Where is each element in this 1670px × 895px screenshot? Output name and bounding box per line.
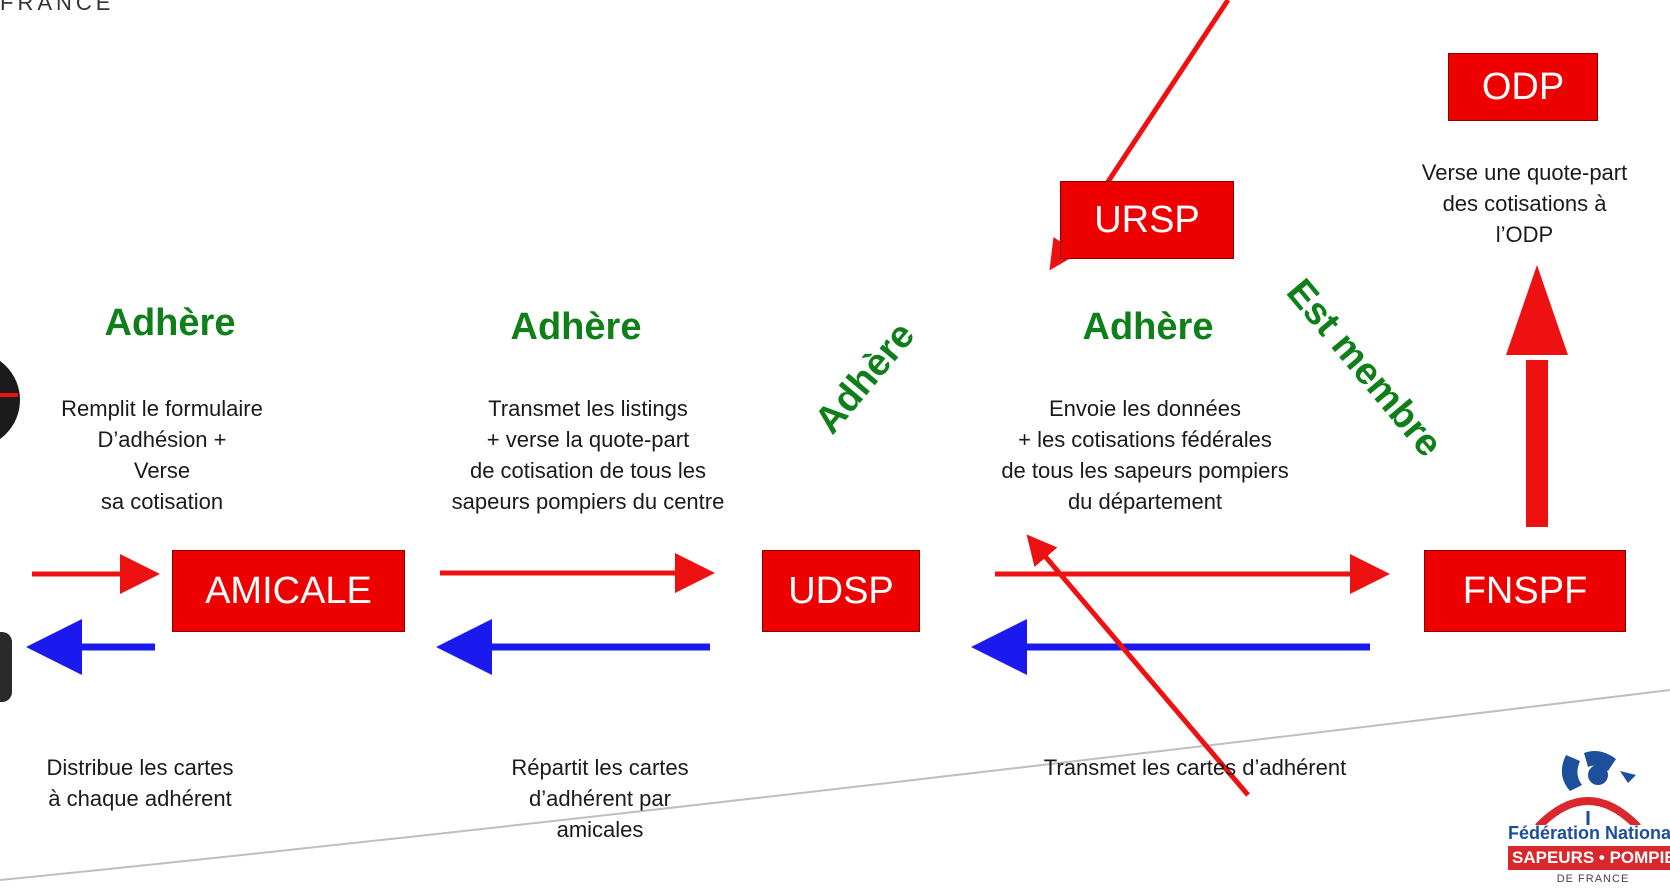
- member-figure-fragment-bottom: [0, 632, 12, 702]
- logo-line-2: SAPEURS • POMPIERS: [1508, 846, 1670, 870]
- box-amicale: AMICALE: [172, 550, 405, 632]
- desc-amicale-to-udsp: Transmet les listings + verse la quote-p…: [451, 396, 725, 514]
- label-adhere-udsp: Adhère: [1082, 306, 1214, 348]
- box-ursp: URSP: [1060, 181, 1234, 259]
- logo-line-3: DE FRANCE: [1556, 873, 1630, 885]
- logo-emblem-icon: [1535, 751, 1641, 830]
- desc-udsp-to-fnspf: Envoie les données + les cotisations féd…: [1001, 396, 1289, 514]
- fnspf-logo: Fédération Nationale SAPEURS • POMPIERS …: [1508, 735, 1670, 895]
- desc-return-fnspf: Transmet les cartes d’adhérent: [1043, 755, 1347, 780]
- desc-member: Remplit le formulaire D’adhésion + Verse…: [61, 396, 263, 514]
- arrow-fnspf-to-odp-head: [1506, 265, 1568, 355]
- label-adhere-amicale: Adhère: [510, 306, 642, 348]
- arrow-diagonal-bottom: [1026, 534, 1250, 797]
- box-fnspf: FNSPF: [1424, 550, 1626, 632]
- header-fragment: FRANCE: [0, 0, 115, 15]
- label-adhere-member: Adhère: [104, 302, 236, 344]
- desc-fnspf-to-odp: Verse une quote-part des cotisations à l…: [1421, 160, 1628, 247]
- box-udsp: UDSP: [762, 550, 920, 632]
- logo-line-1: Fédération Nationale: [1508, 823, 1670, 843]
- desc-return-amicale: Distribue les cartes à chaque adhérent: [46, 755, 234, 811]
- box-odp: ODP: [1448, 53, 1598, 121]
- desc-return-udsp: Répartit les cartes d’adhérent par amica…: [511, 755, 689, 842]
- page-curl-line: [0, 689, 1670, 881]
- member-figure-accent: [0, 393, 18, 397]
